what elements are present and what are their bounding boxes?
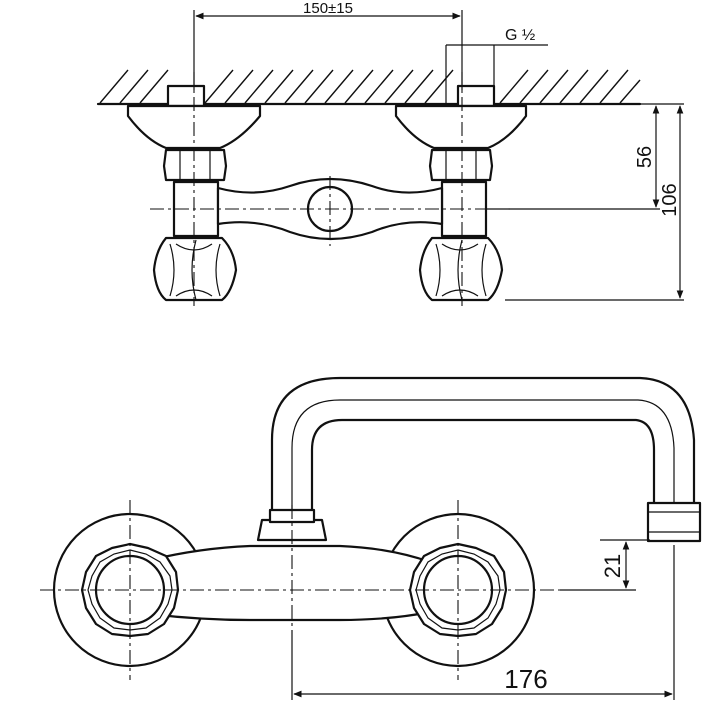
mixer-body-front [148, 544, 432, 622]
axis-depth-label: 56 [634, 146, 656, 168]
right-nut [428, 148, 494, 182]
spout-height-label: 21 [600, 554, 625, 578]
left-wall-pipe [166, 84, 206, 108]
spout-tube-inner [310, 418, 656, 522]
top-view: 150±15 G ½ 56 106 [96, 0, 684, 306]
depth-dimensions: 56 106 [486, 103, 684, 301]
front-view: 21 176 [40, 376, 702, 700]
thread-label: G ½ [505, 27, 535, 44]
spout-reach-dimension: 176 [291, 545, 675, 700]
aerator [646, 501, 702, 543]
spout-tube-outer [270, 376, 696, 522]
spacing-label: 150±15 [303, 0, 353, 17]
right-handle [418, 236, 504, 302]
left-handle [152, 236, 238, 302]
spout-height-dimension: 21 [560, 539, 650, 591]
right-wall-pipe [456, 84, 496, 108]
left-nut [162, 148, 228, 182]
thread-callout: G ½ [445, 27, 548, 104]
spout-reach-label: 176 [504, 664, 547, 694]
spacing-dimension: 150±15 [193, 0, 463, 90]
left-front-handle [80, 542, 180, 638]
total-depth-label: 106 [659, 183, 681, 216]
right-flange [394, 104, 528, 150]
